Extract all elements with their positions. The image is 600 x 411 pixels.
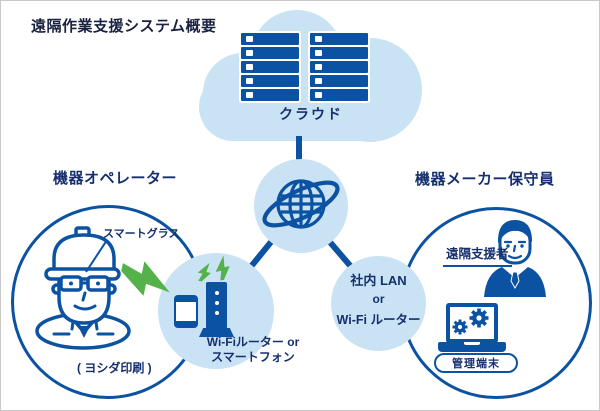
internet-node	[254, 159, 348, 253]
router-node-label: Wi-Fiルーター or スマートフォン	[206, 335, 300, 364]
page-title: 遠隔作業支援システム概要	[31, 18, 217, 35]
terminal-badge: 管理端末	[434, 353, 518, 373]
lan-label-line3: Wi-Fi ルーター	[336, 313, 421, 327]
wifi-router-icon	[206, 282, 227, 329]
company-label: ( ヨシダ印刷 )	[77, 361, 152, 375]
remote-supporter-label: 遠隔支援者	[443, 243, 512, 267]
wifi-router-base	[199, 328, 234, 337]
maintenance-heading: 機器メーカー保守員	[415, 171, 555, 188]
terminal-label: 管理端末	[452, 358, 500, 370]
cloud-label: クラウド	[279, 106, 343, 122]
globe-icon	[262, 179, 340, 229]
lan-node: 社内 LAN or Wi-Fi ルーター	[331, 256, 426, 351]
operator-heading: 機器オペレーター	[53, 170, 178, 187]
cloud-shape	[199, 10, 422, 142]
smart-glass-label: スマートグラス	[103, 228, 180, 240]
laptop-base	[438, 342, 506, 352]
smartphone-icon	[174, 295, 198, 328]
lan-label-line2: or	[372, 292, 385, 306]
laptop-icon	[446, 303, 498, 343]
lan-label-line1: 社内 LAN	[350, 273, 407, 288]
